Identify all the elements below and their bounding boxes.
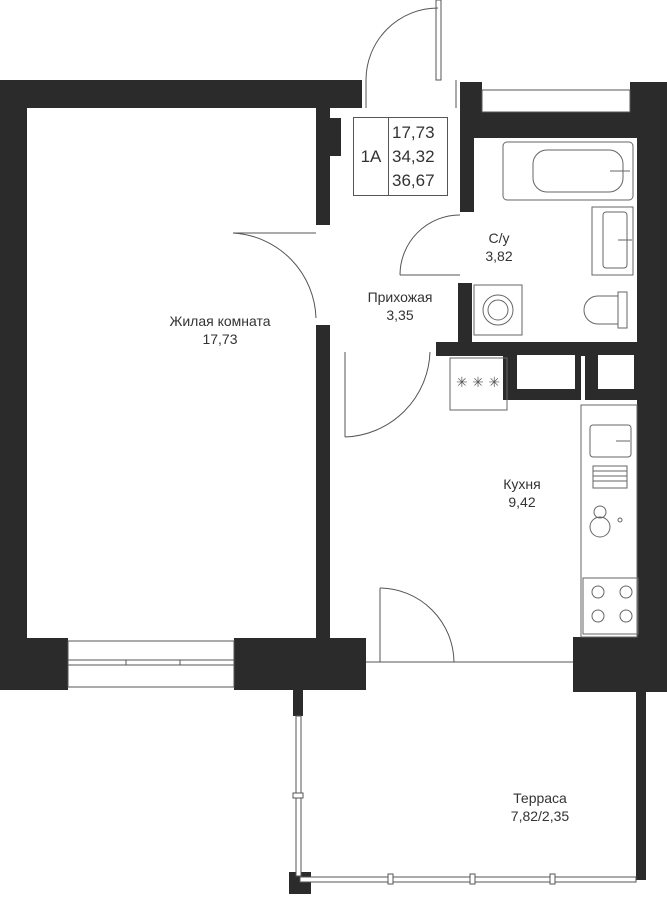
svg-text:✳ ✳ ✳: ✳ ✳ ✳ [456, 375, 500, 391]
shaft-a-inner [517, 355, 575, 389]
bathroom-door [399, 214, 461, 276]
bathroom-sink [591, 206, 634, 276]
room-living: Жилая комната 17,73 [140, 312, 300, 348]
wall-partition-lower [316, 325, 330, 638]
kitchen-sink [589, 424, 632, 458]
area-total: 34,32 [392, 147, 435, 166]
wall-bath-left-lower [458, 283, 472, 343]
room-kitchen-area: 9,42 [508, 494, 536, 510]
room-terrace-area: 7,82/2,35 [510, 808, 570, 824]
area-total-with-terrace: 36,67 [392, 171, 435, 190]
windows [67, 640, 235, 688]
wall-bath-top [460, 112, 650, 138]
partition-notch [330, 118, 341, 156]
kitchen-counter [580, 404, 638, 638]
room-terrace-name: Терраса [513, 790, 567, 806]
room-bathroom-name: С/у [488, 230, 510, 246]
wall-bath-left-upper [460, 138, 474, 212]
apartment-type: 1А [354, 118, 389, 195]
wall-bath-top-right [630, 82, 638, 112]
wall-terrace-post [293, 690, 303, 716]
entry-door [365, 0, 457, 108]
wall-right [637, 82, 667, 637]
bath-window [481, 89, 631, 113]
terrace-railing [292, 715, 637, 885]
dish-rack [592, 465, 628, 489]
room-hall: Прихожая 3,35 [345, 288, 455, 324]
area-living: 17,73 [392, 123, 435, 142]
room-terrace: Терраса 7,82/2,35 [488, 789, 592, 825]
apartment-info-box: 1А 17,73 34,32 36,67 [353, 117, 448, 196]
wall-bottom-left [0, 638, 68, 690]
window-living [67, 640, 235, 688]
wall-terrace-right [636, 690, 646, 880]
wall-partition-upper [316, 108, 330, 225]
shaft-b-inner [598, 355, 634, 389]
walls [0, 80, 667, 894]
hall-stove-cabinet: ✳ ✳ ✳ [449, 357, 508, 411]
room-hall-area: 3,35 [386, 307, 414, 323]
room-bathroom: С/у 3,82 [464, 229, 534, 265]
bathtub [502, 141, 634, 201]
wall-bath-top-left [460, 82, 482, 112]
wall-right-bottom [573, 637, 667, 692]
room-living-area: 17,73 [202, 331, 238, 347]
wall-bottom-middle [234, 638, 366, 690]
wall-left [0, 80, 27, 685]
apartment-areas: 17,73 34,32 36,67 [392, 121, 444, 193]
kitchen-stove [582, 577, 639, 635]
terrace-door [366, 587, 573, 663]
wall-top-living [0, 80, 362, 108]
room-hall-name: Прихожая [367, 289, 433, 305]
living-door [232, 232, 431, 438]
kitchen-mixer [589, 505, 623, 538]
room-bathroom-area: 3,82 [485, 248, 513, 264]
washing-machine [473, 284, 523, 336]
room-kitchen-name: Кухня [503, 476, 541, 492]
room-kitchen: Кухня 9,42 [482, 475, 562, 511]
toilet [583, 291, 628, 329]
room-living-name: Жилая комната [169, 313, 271, 329]
